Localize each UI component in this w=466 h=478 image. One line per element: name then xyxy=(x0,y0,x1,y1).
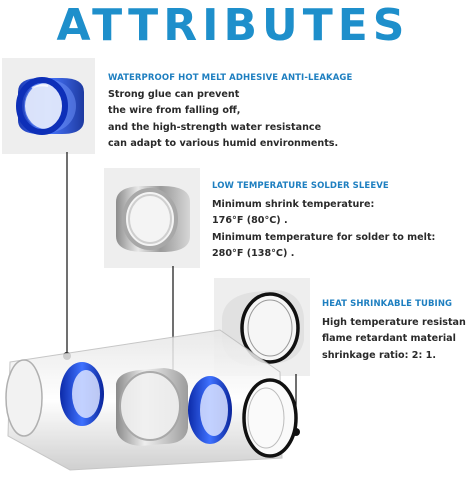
feature-line: Minimum shrink temperature: xyxy=(212,199,375,210)
adhesive-ring-panel xyxy=(2,58,95,154)
feature-heading-adhesive: WATERPROOF HOT MELT ADHESIVE ANTI-LEAKAG… xyxy=(108,73,353,83)
feature-desc-tubing: High temperature resistance flame retard… xyxy=(322,315,466,364)
feature-line: Strong glue can prevent xyxy=(108,89,240,100)
feature-line: flame retardant material xyxy=(322,333,456,345)
feature-line: High temperature resistance xyxy=(322,317,466,328)
feature-line: 176°F (80°C) . xyxy=(212,215,288,227)
feature-line: shrinkage ratio: 2: 1. xyxy=(322,349,436,361)
feature-desc-adhesive: Strong glue can prevent the wire from fa… xyxy=(108,87,338,153)
silver-solder-ring-icon xyxy=(116,186,190,252)
feature-line: the wire from falling off, xyxy=(108,105,241,117)
page-title: ATTRIBUTES xyxy=(56,0,410,51)
feature-line: and the high-strength water resistance xyxy=(108,121,322,133)
feature-heading-solder: LOW TEMPERATURE SOLDER SLEEVE xyxy=(212,181,389,191)
feature-line: Minimum temperature for solder to melt: xyxy=(212,231,436,243)
solder-ring-panel xyxy=(104,168,200,268)
feature-heading-tubing: HEAT SHRINKABLE TUBING xyxy=(322,299,453,309)
feature-line: can adapt to various humid environments. xyxy=(108,138,339,150)
feature-line: 280°F (138°C) . xyxy=(212,248,295,260)
feature-desc-solder: Minimum shrink temperature: 176°F (80°C)… xyxy=(212,197,435,263)
blue-adhesive-ring-icon xyxy=(16,77,84,135)
